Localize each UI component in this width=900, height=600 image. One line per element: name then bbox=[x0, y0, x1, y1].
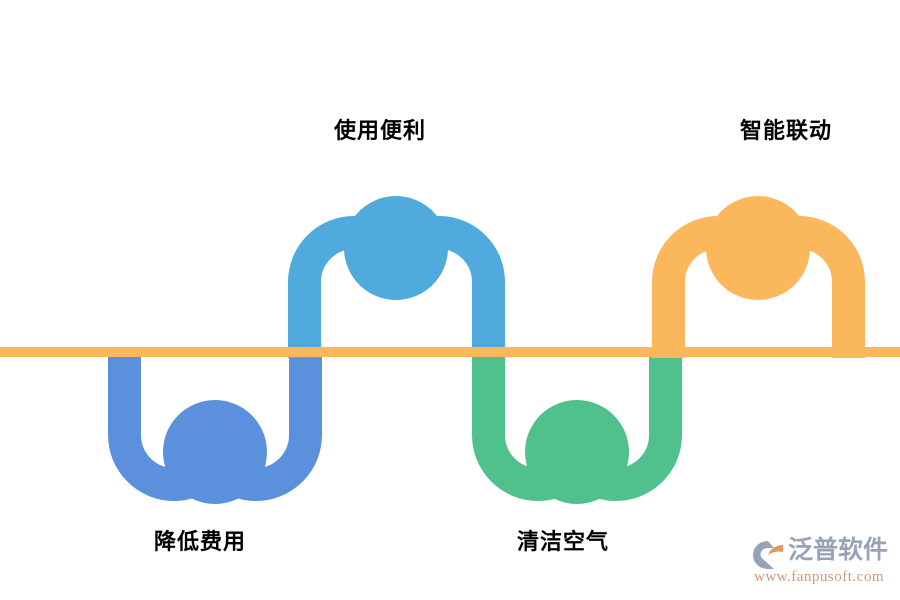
node-shape-convenient-use bbox=[288, 196, 505, 358]
node-label-convenient-use: 使用便利 bbox=[333, 118, 427, 143]
watermark-url-text: www.fanpusoft.com bbox=[754, 569, 885, 585]
node-label-clean-air: 清洁空气 bbox=[516, 529, 610, 554]
circle-reduce-cost bbox=[163, 400, 267, 504]
node-shape-reduce-cost bbox=[108, 352, 322, 504]
watermark-brand-text: 泛普软件 bbox=[788, 536, 889, 564]
circle-convenient-use bbox=[344, 196, 448, 300]
node-label-reduce-cost: 降低费用 bbox=[153, 529, 247, 554]
node-shape-smart-linkage bbox=[652, 196, 865, 358]
watermark: 泛普软件 www.fanpusoft.com bbox=[752, 536, 892, 592]
node-label-smart-linkage: 智能联动 bbox=[739, 118, 833, 143]
logo-leaf-shape bbox=[768, 545, 783, 555]
horizontal-baseline bbox=[0, 347, 900, 357]
circle-clean-air bbox=[525, 400, 629, 504]
circle-smart-linkage bbox=[706, 196, 810, 300]
logo-c-shape bbox=[753, 541, 774, 569]
fanpu-logo-icon bbox=[753, 541, 783, 569]
node-shape-clean-air bbox=[472, 352, 682, 504]
